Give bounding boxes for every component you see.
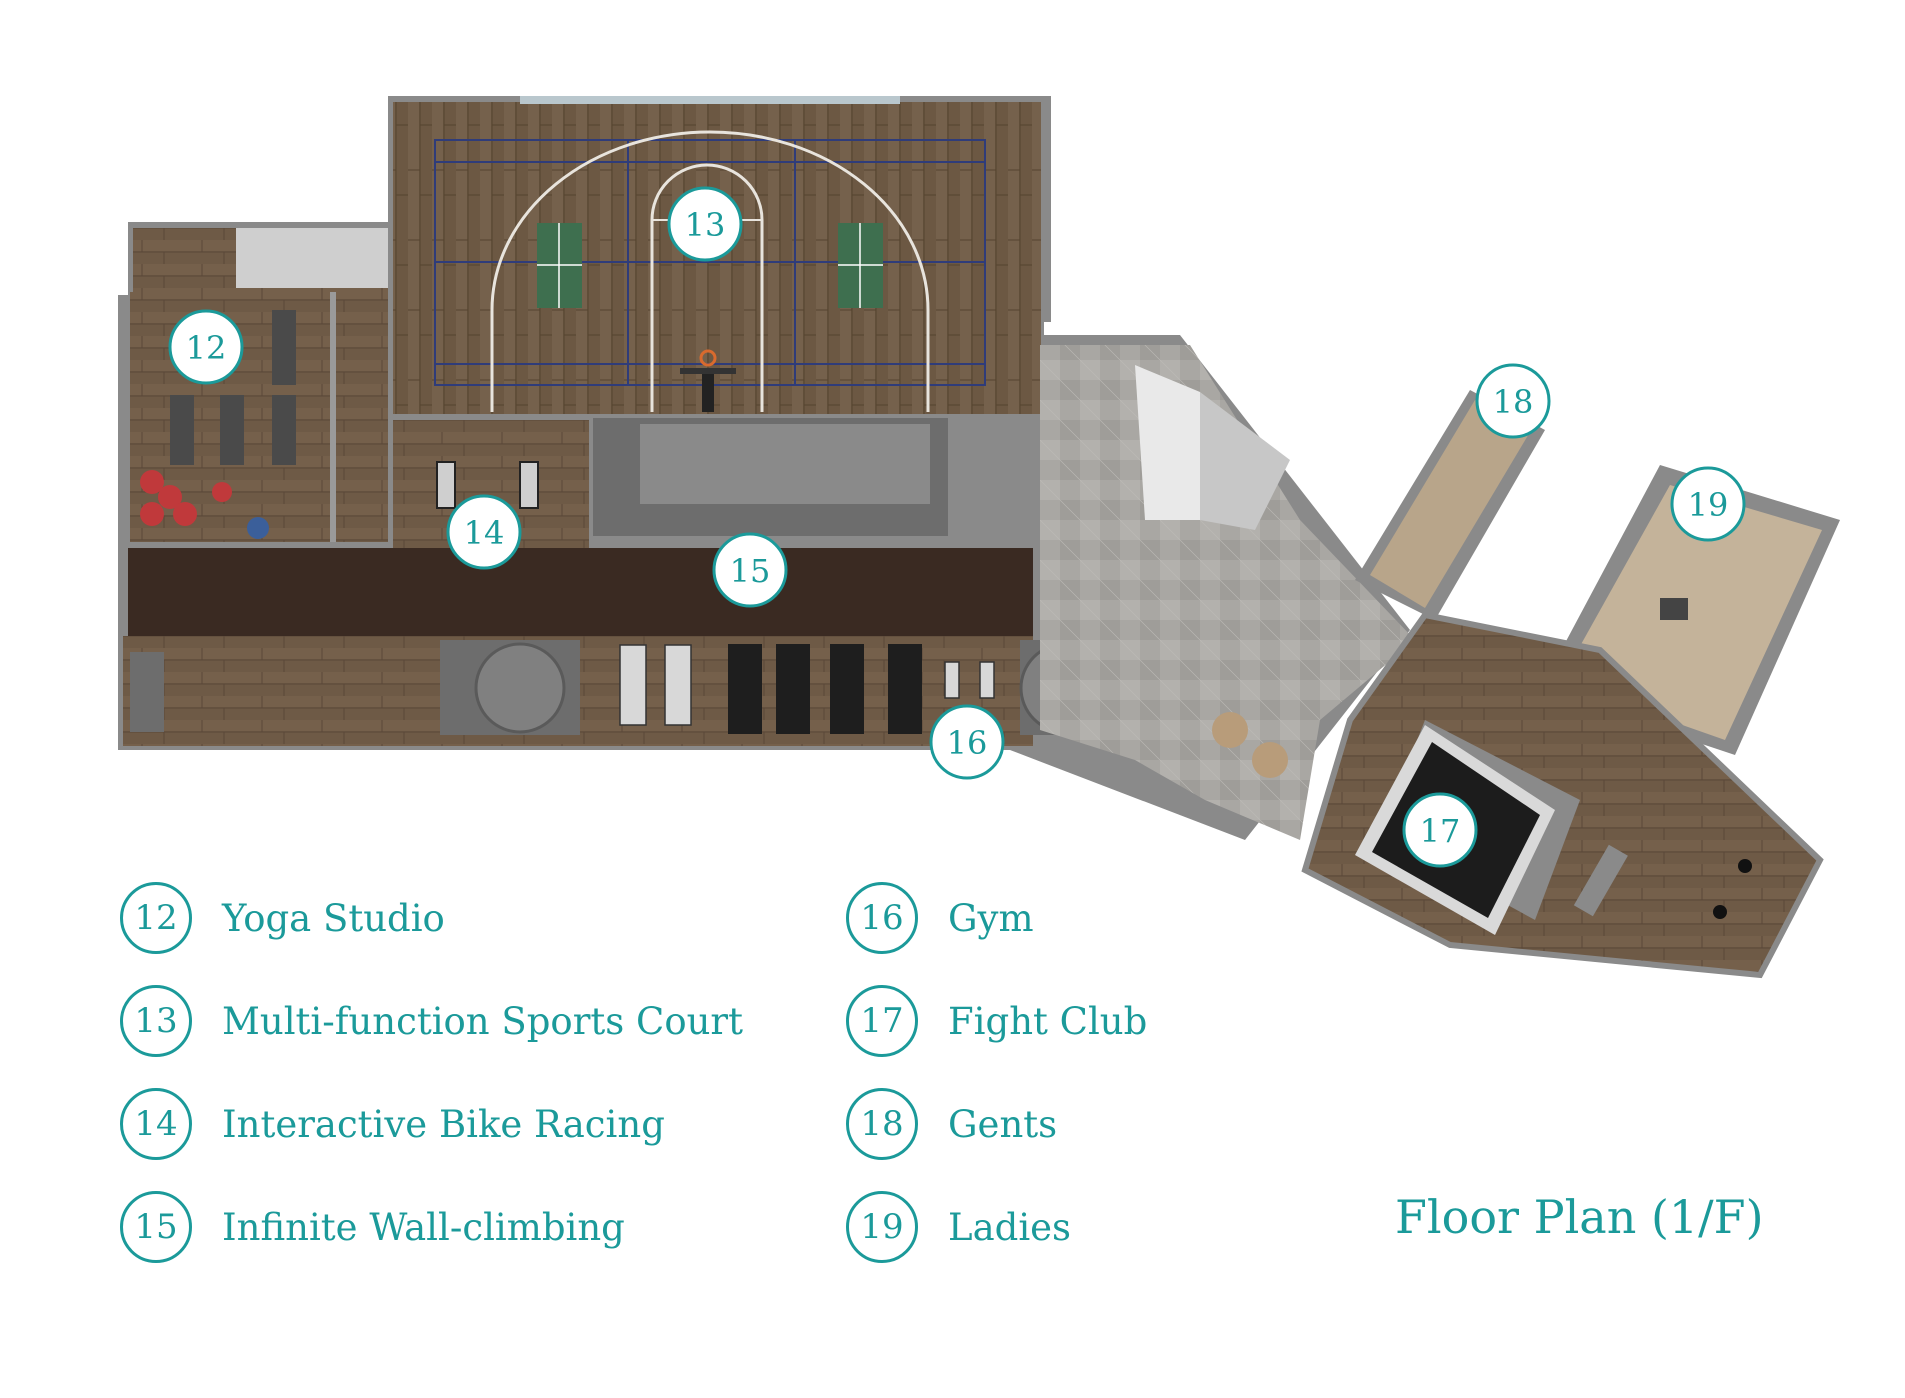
plan-title: Floor Plan (1/F) (1395, 1190, 1764, 1244)
gym-area (123, 636, 1120, 746)
yoga-studio (130, 228, 388, 542)
legend-label: Yoga Studio (222, 896, 445, 940)
room-marker-circle (1475, 363, 1551, 439)
legend-label: Multi-function Sports Court (222, 999, 743, 1043)
track-corridor (128, 548, 1033, 636)
legend-label: Ladies (948, 1205, 1072, 1249)
room-marker-label: 18 (1493, 383, 1534, 421)
legend-item-19: 19 Ladies (846, 1191, 1071, 1263)
legend-num: 14 (120, 1088, 192, 1160)
gents-room (1355, 390, 1545, 620)
room-marker-circle (667, 186, 743, 262)
legend-num: 18 (846, 1088, 918, 1160)
legend-num: 13 (120, 985, 192, 1057)
legend-num: 16 (846, 882, 918, 954)
room-marker-label: 16 (947, 724, 988, 762)
room-markers: 12 13 14 15 16 17 18 19 (168, 186, 1746, 868)
climbing-wall (593, 418, 948, 536)
room-marker-circle (1402, 792, 1478, 868)
fight-club-wing (1301, 611, 1824, 979)
room-marker-label: 17 (1420, 812, 1461, 850)
legend-label: Interactive Bike Racing (222, 1102, 665, 1146)
room-marker-14: 14 (446, 494, 522, 570)
room-marker-12: 12 (168, 309, 244, 385)
room-marker-circle (1670, 466, 1746, 542)
room-marker-16: 16 (929, 704, 1005, 780)
legend-label: Gents (948, 1102, 1058, 1146)
legend-item-12: 12 Yoga Studio (120, 882, 445, 954)
legend-item-17: 17 Fight Club (846, 985, 1147, 1057)
room-marker-label: 12 (186, 329, 227, 367)
room-marker-label: 19 (1688, 486, 1729, 524)
room-marker-circle (929, 704, 1005, 780)
room-marker-13: 13 (667, 186, 743, 262)
room-marker-circle (712, 532, 788, 608)
legend-num: 12 (120, 882, 192, 954)
legend-item-14: 14 Interactive Bike Racing (120, 1088, 665, 1160)
legend-item-13: 13 Multi-function Sports Court (120, 985, 743, 1057)
room-marker-label: 14 (464, 514, 505, 552)
room-marker-circle (446, 494, 522, 570)
room-marker-15: 15 (712, 532, 788, 608)
legend-item-18: 18 Gents (846, 1088, 1057, 1160)
legend-num: 17 (846, 985, 918, 1057)
legend-num: 19 (846, 1191, 918, 1263)
room-marker-19: 19 (1670, 466, 1746, 542)
room-marker-circle (168, 309, 244, 385)
legend-item-16: 16 Gym (846, 882, 1034, 954)
room-marker-17: 17 (1402, 792, 1478, 868)
legend-num: 15 (120, 1191, 192, 1263)
legend-item-15: 15 Infinite Wall-climbing (120, 1191, 625, 1263)
legend-label: Fight Club (948, 999, 1148, 1043)
lobby (1040, 345, 1415, 840)
room-marker-label: 13 (685, 206, 726, 244)
legend-label: Infinite Wall-climbing (222, 1205, 625, 1249)
floor-plan-diagram: 12 13 14 15 16 17 18 19 (118, 96, 1840, 979)
legend-label: Gym (948, 896, 1034, 940)
room-marker-18: 18 (1475, 363, 1551, 439)
room-marker-label: 15 (730, 552, 771, 590)
